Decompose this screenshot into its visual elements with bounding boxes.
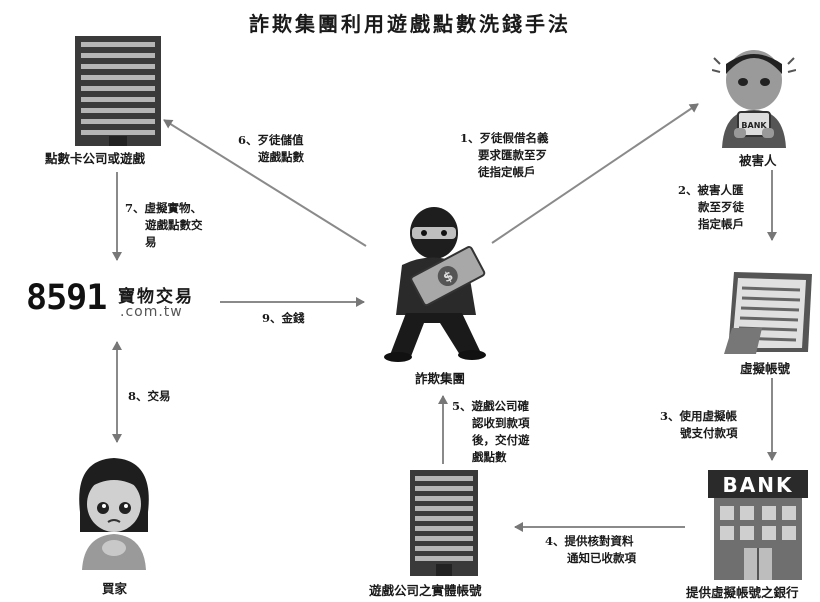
arrow-1 xyxy=(491,103,699,244)
step-3-line-1: 3、使用虛擬帳 xyxy=(660,409,738,423)
label-virtual-account: 虛擬帳號 xyxy=(740,361,791,376)
phone-bank-text: BANK xyxy=(741,121,767,130)
arrow-6 xyxy=(163,119,367,247)
label-buyer: 買家 xyxy=(102,581,128,596)
step-1-line-1: 1、歹徒假借名義 xyxy=(460,131,549,145)
step-3-text: 3、使用虛擬帳 號支付款項 xyxy=(660,408,738,442)
step-9-text: 9、金錢 xyxy=(262,311,305,325)
bank-building-icon: BANK xyxy=(708,470,808,580)
step-2-line-2: 款至歹徒 xyxy=(698,200,744,214)
step-2-line-1: 2、被害人匯 xyxy=(678,183,744,197)
step-7-line-1: 7、虛擬實物、 xyxy=(125,201,203,215)
step-6-line-1: 6、歹徒儲值 xyxy=(238,133,304,147)
thief-icon: $ xyxy=(384,207,486,362)
building-icon-point-card xyxy=(75,36,161,146)
step-7-text: 7、虛擬實物、 遊戲點數交 易 xyxy=(125,200,203,251)
step-5-line-4: 戲點數 xyxy=(472,450,507,464)
bank-sign-text: BANK xyxy=(723,473,794,497)
step-5-line-1: 5、遊戲公司確 xyxy=(452,399,530,413)
step-1-text: 1、歹徒假借名義 要求匯款至歹 徒指定帳戶 xyxy=(460,130,549,181)
victim-person-icon: BANK xyxy=(712,50,796,148)
diagram-title: 詐欺集團利用遊戲點數洗錢手法 xyxy=(249,12,571,36)
step-4-text: 4、提供核對資料 通知已收款項 xyxy=(545,533,636,567)
step-5-text: 5、遊戲公司確 認收到款項 後，交付遊 戲點數 xyxy=(452,398,530,466)
step-2-line-3: 指定帳戶 xyxy=(698,217,744,231)
building-icon-game-company xyxy=(410,470,478,576)
step-7-line-3: 易 xyxy=(145,235,157,249)
label-point-card-company: 點數卡公司或遊戲 xyxy=(45,151,146,166)
label-victim: 被害人 xyxy=(739,153,777,168)
step-1-line-3: 徒指定帳戶 xyxy=(478,165,536,179)
step-4-line-1: 4、提供核對資料 xyxy=(545,534,634,548)
step-7-line-2: 遊戲點數交 xyxy=(145,218,203,232)
logo-8591-chinese: 寶物交易 xyxy=(118,287,194,307)
step-6-text: 6、歹徒儲值 遊戲點數 xyxy=(238,132,304,166)
buyer-person-icon xyxy=(79,458,149,570)
step-5-line-3: 後，交付遊 xyxy=(472,433,530,447)
step-8-text: 8、交易 xyxy=(128,389,171,403)
step-1-line-2: 要求匯款至歹 xyxy=(478,148,547,162)
logo-8591-number: 8591 xyxy=(26,278,107,318)
step-3-line-2: 號支付款項 xyxy=(680,426,738,440)
label-bank: 提供虛擬帳號之銀行 xyxy=(686,585,799,600)
step-4-line-2: 通知已收款項 xyxy=(567,551,636,565)
passbook-icon xyxy=(724,272,812,354)
label-game-company-account: 遊戲公司之實體帳號 xyxy=(369,583,482,598)
step-6-line-2: 遊戲點數 xyxy=(258,150,304,164)
step-5-line-2: 認收到款項 xyxy=(472,416,530,430)
step-2-text: 2、被害人匯 款至歹徒 指定帳戶 xyxy=(678,182,744,233)
label-fraud-group: 詐欺集團 xyxy=(415,371,466,386)
logo-8591-domain: .com.tw xyxy=(120,304,183,320)
